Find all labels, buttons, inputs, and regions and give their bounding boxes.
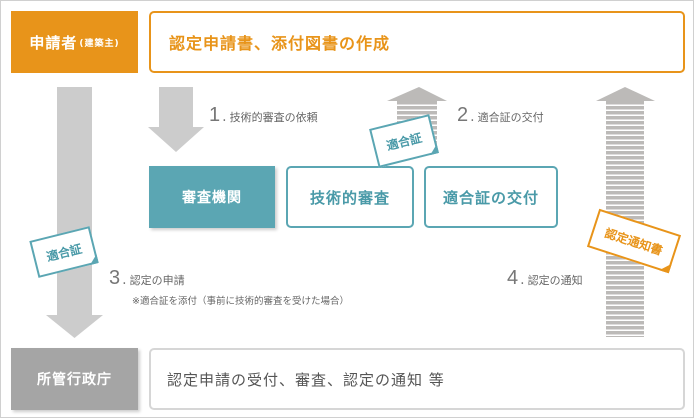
review-agency-box: 審査機関: [149, 166, 275, 228]
applicant-sub-label: (建築主): [79, 38, 120, 49]
arrow-down-request-icon: [148, 87, 204, 152]
certificate-card-label: 適合証: [44, 241, 84, 264]
application-documents-label: 認定申請書、添付図書の作成: [169, 34, 391, 53]
step-text: 適合証の交付: [477, 111, 544, 124]
authority-box: 所管行政庁: [11, 348, 138, 410]
technical-review-label: 技術的審査: [309, 188, 390, 207]
step-1-label: 1. 技術的審査の依頼: [209, 104, 318, 126]
step-number: 3: [109, 267, 121, 289]
certificate-issue-box: 適合証の交付: [424, 166, 558, 228]
certificate-issue-label: 適合証の交付: [442, 188, 539, 207]
step-4-label: 4. 認定の通知: [507, 267, 583, 289]
applicant-label: 申請者: [29, 33, 78, 52]
step-text: 技術的審査の依頼: [229, 111, 318, 124]
authority-tasks-box: 認定申請の受付、審査、認定の通知 等: [149, 348, 685, 410]
application-documents-box: 認定申請書、添付図書の作成: [149, 11, 685, 73]
review-agency-label: 審査機関: [182, 190, 242, 206]
step-3-note: ※適合証を添付（事前に技術的審査を受けた場合）: [132, 296, 349, 307]
step-text: 認定の申請: [129, 274, 185, 287]
step-number: 2: [457, 104, 469, 126]
certificate-card-label: 適合証: [384, 130, 424, 153]
authority-tasks-label: 認定申請の受付、審査、認定の通知 等: [167, 370, 445, 389]
technical-review-box: 技術的審査: [286, 166, 414, 228]
step-text: 認定の通知: [527, 274, 583, 287]
arrow-down-application-icon: [46, 87, 103, 338]
step-3-label: 3. 認定の申請: [109, 267, 185, 289]
approval-notice-label: 認定通知書: [603, 225, 665, 258]
step-number: 1: [209, 104, 221, 126]
authority-label: 所管行政庁: [37, 372, 112, 388]
step-2-label: 2. 適合証の交付: [457, 104, 544, 126]
applicant-box: 申請者 (建築主): [11, 11, 138, 73]
step-number: 4: [507, 267, 519, 289]
